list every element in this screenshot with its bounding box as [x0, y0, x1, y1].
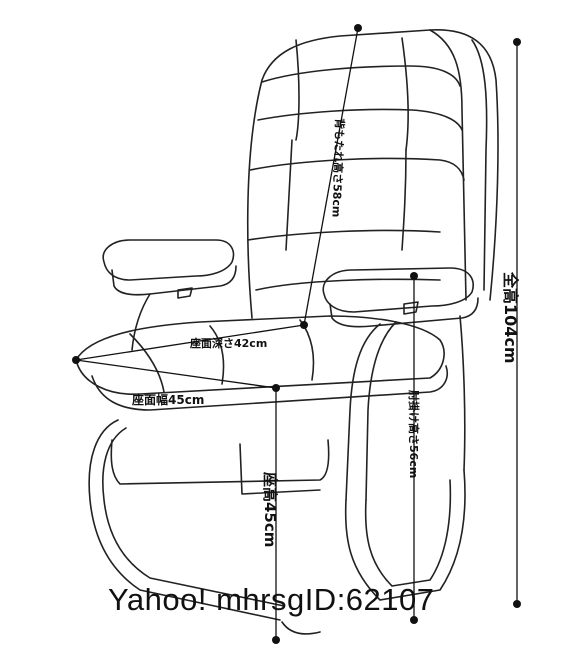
dimension-endpoints	[72, 24, 521, 644]
seat-depth-line	[75, 324, 305, 361]
dimension-lines	[75, 27, 518, 640]
armrest-height-label: 肘掛け高さ56cm	[407, 390, 421, 478]
chair-line-drawing	[75, 29, 499, 635]
seat-depth-label: 座面深さ42cm	[189, 336, 267, 350]
backrest-height-line	[303, 27, 359, 326]
seat-width-line	[75, 359, 277, 389]
seat-height-label: 座高45cm	[261, 471, 279, 547]
watermark-text: Yahoo! mhrsgID:62107	[108, 582, 435, 617]
seat-width-label: 座面幅45cm	[131, 392, 204, 407]
total-height-label: 全高104cm	[501, 271, 520, 364]
dimension-labels: 背もたれ高さ58cm 座面深さ42cm 座面幅45cm 座高45cm 肘掛け高さ…	[131, 118, 520, 548]
backrest-height-label: 背もたれ高さ58cm	[330, 118, 347, 218]
